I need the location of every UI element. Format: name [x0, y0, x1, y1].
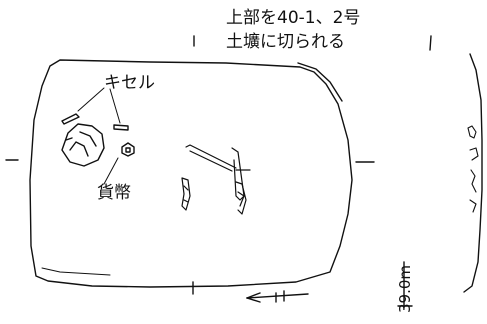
coin — [121, 142, 135, 157]
north-arrow — [246, 290, 309, 303]
section-artifacts — [467, 125, 479, 213]
pit-outline — [29, 59, 353, 288]
elevation-label: 39.0m — [396, 264, 414, 313]
cut-edge-line — [297, 62, 343, 102]
floor-line — [41, 267, 111, 276]
kiseru-leader-1 — [77, 87, 105, 112]
kiseru-pipe-2 — [113, 124, 129, 131]
kiseru-leader-2 — [109, 88, 121, 124]
kiseru-label: キセル — [104, 73, 155, 93]
bone-fragments — [181, 144, 251, 215]
cut-note-line-1: 上部を40-1、2号 — [226, 8, 361, 28]
kiseru-pipe-1 — [61, 113, 80, 125]
coin-leader — [103, 157, 119, 185]
tick-right-top — [429, 35, 432, 51]
section-profile — [463, 53, 483, 293]
cut-note-line-2: 土壙に切られる — [226, 32, 345, 52]
skull — [61, 123, 105, 167]
coin-label: 貨幣 — [97, 183, 131, 203]
